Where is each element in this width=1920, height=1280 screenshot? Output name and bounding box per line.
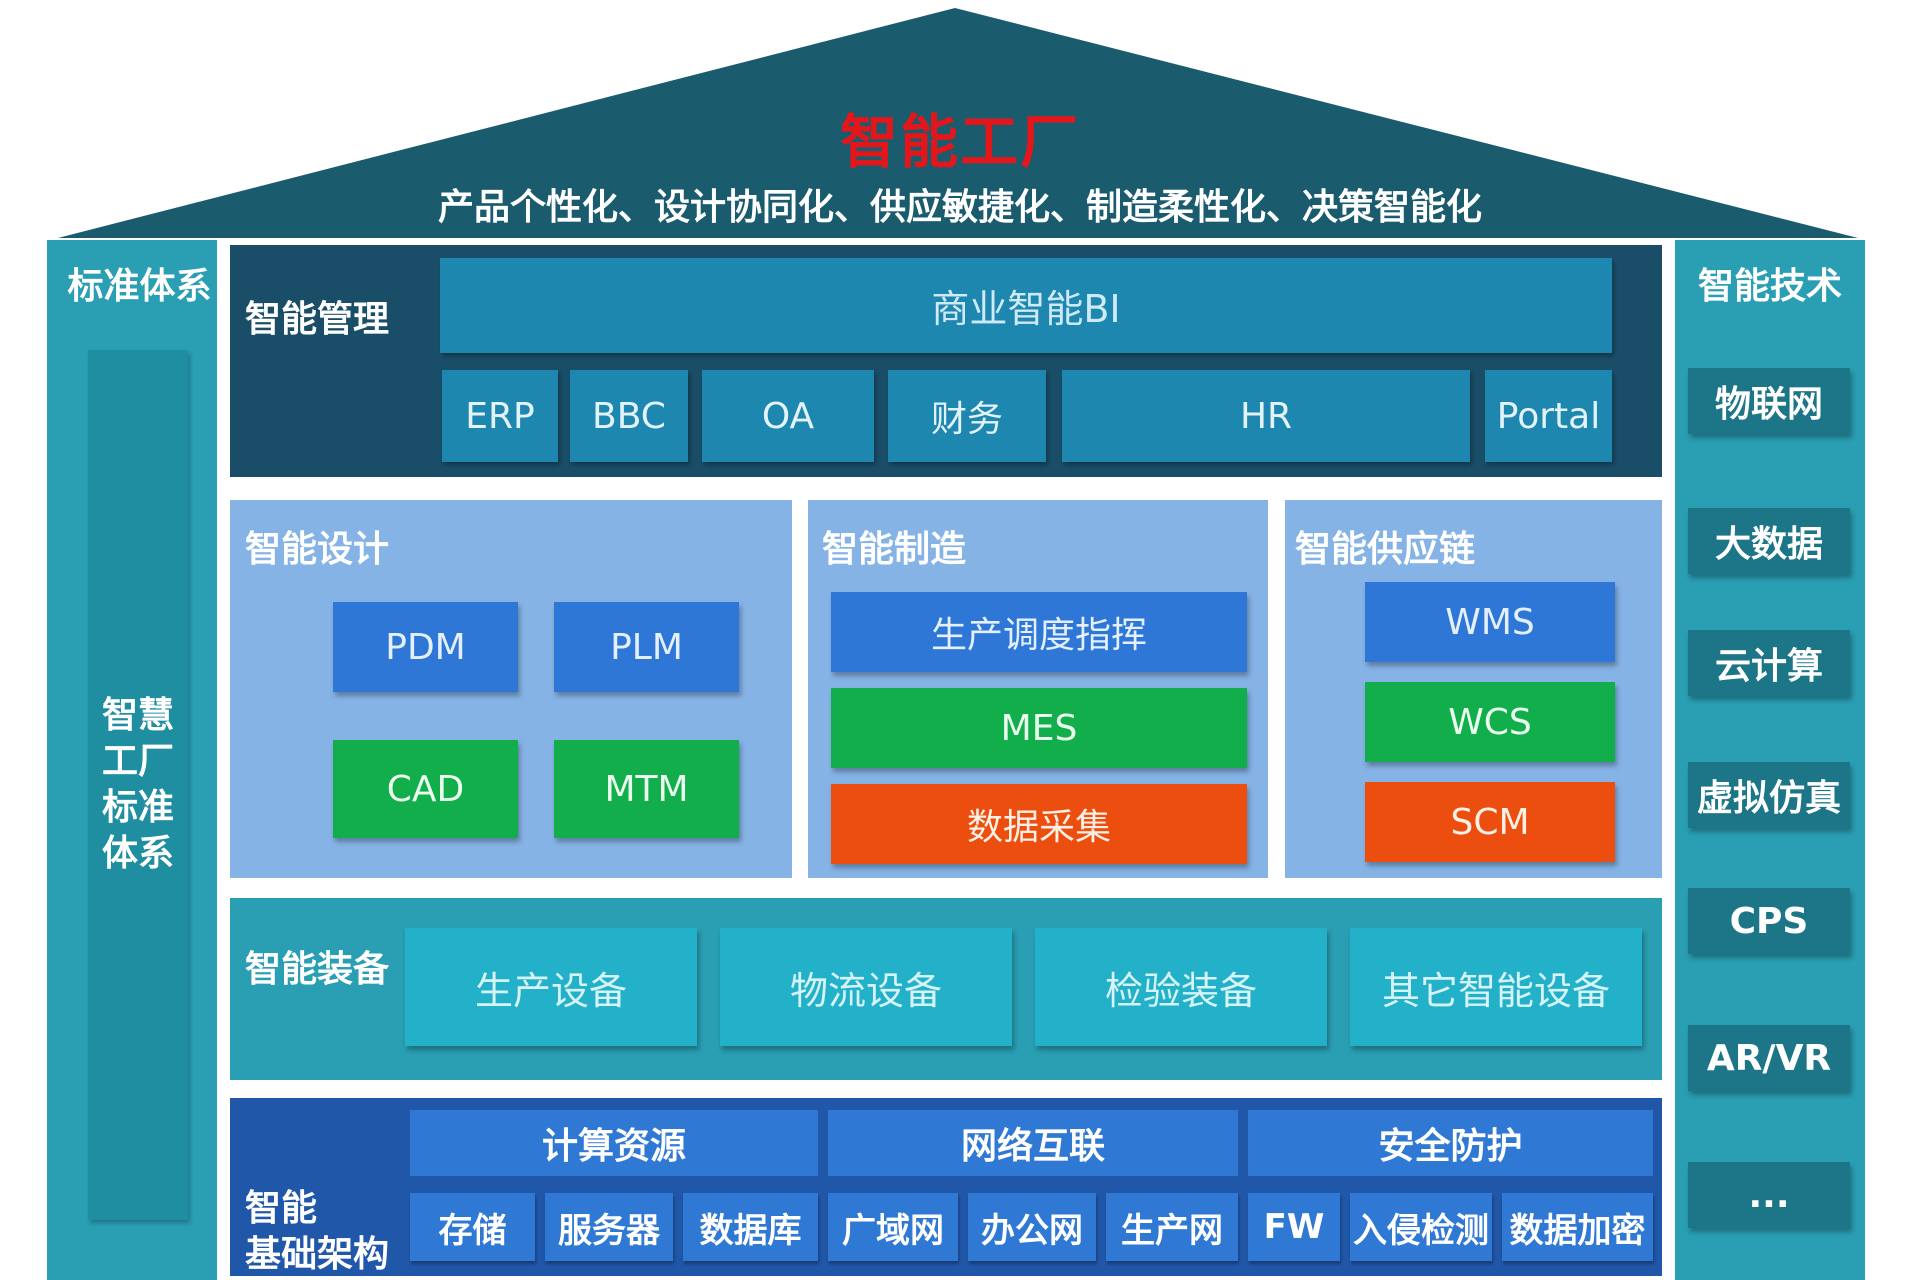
wcs-box: WCS [1365,682,1615,762]
bbc-box: BBC [570,370,688,462]
wms-box: WMS [1365,582,1615,662]
design-label: 智能设计 [245,529,390,570]
infrastructure-label: 智能 基础架构 [245,1140,389,1278]
cad-box: CAD [333,740,518,838]
infrastructure-label-text: 智能 基础架构 [245,1188,390,1275]
pdm-box: PDM [333,602,518,692]
tech-item-bigdata: 大数据 [1688,508,1850,574]
supply-label: 智能供应链 [1295,529,1476,570]
standards-pillar: 智慧 工厂 标准 体系 [88,350,188,1220]
tech-item-cps: CPS [1688,888,1850,954]
mtm-box: MTM [554,740,739,838]
production-equipment-box: 生产设备 [405,928,697,1046]
wan-box: 广域网 [828,1193,958,1261]
intrusion-detection-box: 入侵检测 [1350,1193,1492,1261]
erp-box: ERP [442,370,558,462]
data-collection-box: 数据采集 [831,784,1247,864]
storage-box: 存储 [410,1193,535,1261]
page-title: 智能工厂 [839,108,1080,176]
compute-header: 计算资源 [410,1110,818,1176]
standards-pillar-text: 智慧 工厂 标准 体系 [101,695,174,874]
security-header: 安全防护 [1248,1110,1653,1176]
tech-item-arvr: AR/VR [1688,1025,1850,1091]
database-box: 数据库 [683,1193,818,1261]
data-encryption-box: 数据加密 [1502,1193,1653,1261]
logistics-equipment-box: 物流设备 [720,928,1012,1046]
roof-subtitle: 产品个性化、设计协同化、供应敏捷化、制造柔性化、决策智能化 [437,187,1482,228]
inspection-equipment-box: 检验装备 [1035,928,1327,1046]
management-label: 智能管理 [245,299,390,340]
plm-box: PLM [554,602,739,692]
office-network-box: 办公网 [968,1193,1096,1261]
scm-box: SCM [1365,782,1615,862]
finance-box: 财务 [888,370,1046,462]
tech-item-iot: 物联网 [1688,368,1850,434]
mes-box: MES [831,688,1247,768]
production-network-box: 生产网 [1106,1193,1238,1261]
server-box: 服务器 [545,1193,673,1261]
oa-box: OA [702,370,874,462]
tech-label: 智能技术 [1697,266,1842,307]
equipment-label: 智能装备 [245,949,390,990]
roof [58,8,1858,238]
scheduling-box: 生产调度指挥 [831,592,1247,672]
standards-label: 标准体系 [67,266,212,307]
bi-box: 商业智能BI [440,258,1612,353]
portal-box: Portal [1485,370,1612,462]
hr-box: HR [1062,370,1470,462]
manufacturing-label: 智能制造 [822,529,967,570]
tech-item-simulation: 虚拟仿真 [1688,762,1850,828]
tech-item-cloud: 云计算 [1688,630,1850,696]
tech-item-more: ... [1688,1162,1850,1228]
network-header: 网络互联 [828,1110,1238,1176]
other-equipment-box: 其它智能设备 [1350,928,1642,1046]
firewall-box: FW [1248,1193,1340,1261]
